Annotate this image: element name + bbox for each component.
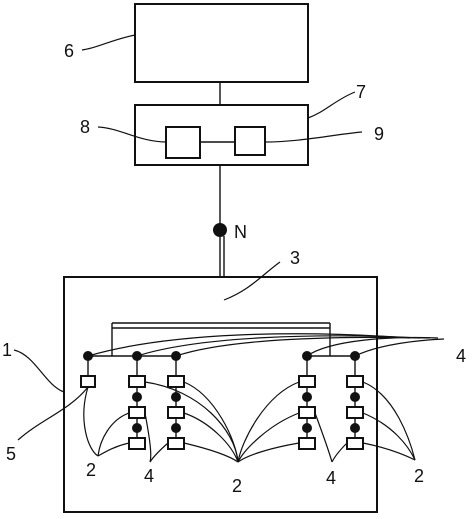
callout-3: 3: [290, 248, 300, 268]
callout-9: 9: [374, 124, 384, 144]
callout-4-lead: [87, 333, 411, 357]
chain-dot: [132, 423, 142, 433]
chain-dot: [302, 423, 312, 433]
callout-7: 7: [356, 82, 366, 102]
callout-9-leader: [264, 131, 363, 143]
cable-arc: [314, 412, 333, 463]
cable-arc: [97, 442, 130, 457]
module-9-box: [234, 126, 266, 156]
cable-arc: [97, 412, 130, 457]
callout-4-right: 4: [326, 468, 336, 488]
node-n-dot: [213, 223, 227, 237]
device-box: [80, 375, 96, 388]
callout-5: 5: [6, 444, 16, 464]
node-n-label: N: [234, 222, 247, 242]
device-box: [128, 406, 146, 419]
callout-1: 1: [2, 340, 12, 360]
cable-arc: [362, 381, 416, 461]
callout-6-leader: [81, 34, 136, 51]
callout-8-leader: [97, 126, 167, 143]
cable-arc: [362, 412, 416, 461]
device-box: [128, 375, 146, 388]
device-box: [346, 375, 364, 388]
callout-4-lead: [136, 335, 421, 357]
device-box: [167, 437, 185, 450]
cable-arc: [144, 412, 152, 463]
module-8-box: [165, 126, 201, 159]
callout-8: 8: [80, 117, 90, 137]
callout-2-right: 2: [414, 466, 424, 486]
cable-arc: [149, 442, 169, 463]
unit-7-box: [134, 104, 309, 166]
callout-5-leader: [17, 386, 89, 441]
callout-7-leader: [307, 91, 356, 119]
device-box: [167, 406, 185, 419]
cable-arc: [83, 386, 99, 457]
chain-dot: [350, 423, 360, 433]
device-box: [298, 437, 316, 450]
cable-arc: [331, 442, 348, 463]
callout-6: 6: [64, 41, 74, 61]
device-box: [167, 375, 185, 388]
cable-arc: [237, 412, 300, 463]
chain-dot: [171, 423, 181, 433]
cable-arc: [183, 412, 239, 463]
cable-arc: [183, 442, 239, 463]
callout-1-leader: [13, 349, 65, 393]
callout-2-left: 2: [86, 460, 96, 480]
callout-4-top: 4: [456, 346, 466, 366]
device-box: [346, 406, 364, 419]
cable-arc: [183, 381, 239, 463]
unit-6-box: [134, 3, 309, 83]
chain-dot: [350, 392, 360, 402]
device-box: [298, 406, 316, 419]
device-box: [128, 437, 146, 450]
callout-4-lead: [306, 336, 439, 357]
chain-dot: [132, 392, 142, 402]
device-box: [298, 375, 316, 388]
chain-dot: [302, 392, 312, 402]
enclosure-1-box: [63, 276, 378, 513]
callout-4-left: 4: [144, 466, 154, 486]
cable-arc: [237, 381, 300, 463]
cable-arc: [362, 442, 416, 461]
callout-3-leader: [223, 261, 281, 301]
cable-arc: [237, 442, 300, 463]
device-box: [346, 437, 364, 450]
chain-dot: [171, 392, 181, 402]
callout-2-mid: 2: [232, 476, 242, 496]
callout-4-lead: [354, 338, 445, 357]
